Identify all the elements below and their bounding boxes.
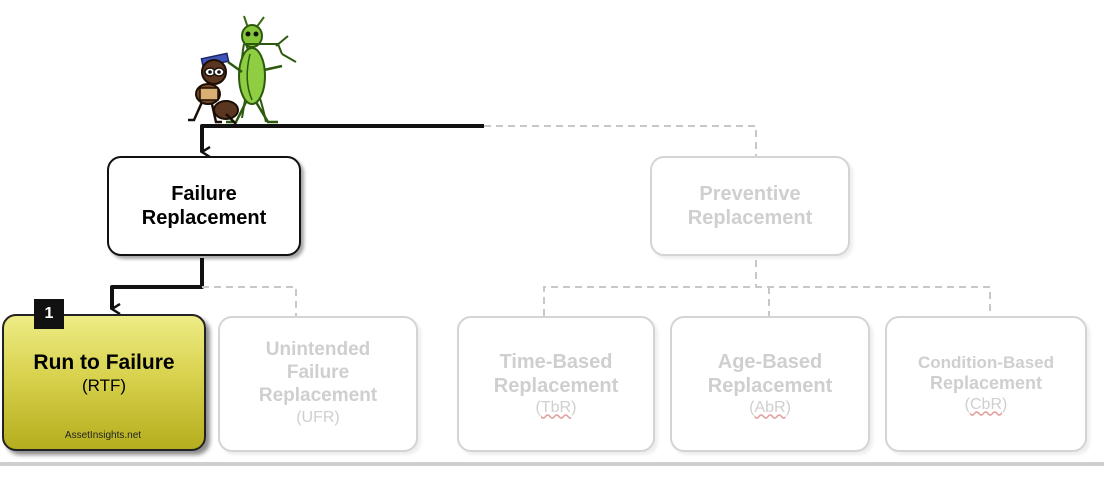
cbr-abbr-wrap: (CbR) [964, 395, 1008, 413]
grasshopper-icon [226, 15, 297, 124]
tbr-line1: Time-Based [499, 350, 613, 373]
ant-icon [188, 52, 239, 125]
step-number-badge: 1 [34, 299, 64, 329]
failure-replacement-line2: Replacement [141, 207, 267, 229]
run-to-failure-title: Run to Failure [33, 350, 175, 374]
preventive-replacement-line2: Replacement [687, 207, 813, 229]
connector-root-to-preventive [484, 125, 757, 156]
failure-replacement-node: Failure Replacement [107, 156, 301, 256]
run-to-failure-node: Run to Failure (RTF) [2, 314, 206, 451]
run-to-failure-abbr: (RTF) [81, 376, 127, 396]
credit-text: AssetInsights.net [64, 430, 142, 441]
connector-preventive-branch [543, 286, 991, 316]
connector-failure-to-ufr [202, 286, 297, 316]
age-based-replacement-node: Age-Based Replacement (AbR) [670, 316, 870, 452]
ufr-line2: Failure [286, 362, 350, 384]
failure-replacement-line1: Failure [171, 183, 237, 205]
condition-based-replacement-node: Condition-Based Replacement (CbR) [885, 316, 1087, 452]
cbr-abbr: CbR [969, 395, 1002, 413]
abr-abbr-wrap: (AbR) [749, 398, 791, 416]
bottom-divider [0, 462, 1104, 466]
abr-abbr: AbR [754, 398, 786, 416]
ufr-line1: Unintended [265, 339, 371, 361]
connector-root-to-failure [200, 124, 484, 152]
cbr-line2: Replacement [929, 373, 1043, 393]
ufr-abbr: (UFR) [296, 408, 340, 426]
tbr-abbr: TbR [540, 398, 572, 416]
ufr-line3: Replacement [258, 385, 378, 406]
cbr-line1: Condition-Based [918, 352, 1054, 372]
unintended-failure-replacement-node: Unintended Failure Replacement (UFR) [218, 316, 418, 452]
ant-and-grasshopper-icon [188, 15, 297, 125]
abr-line2: Replacement [707, 374, 833, 397]
abr-line1: Age-Based [717, 350, 823, 373]
time-based-replacement-node: Time-Based Replacement (TbR) [457, 316, 655, 452]
preventive-replacement-line1: Preventive [699, 183, 801, 205]
preventive-replacement-node: Preventive Replacement [650, 156, 850, 256]
tbr-abbr-wrap: (TbR) [535, 398, 577, 416]
tbr-line2: Replacement [493, 374, 619, 397]
connector-failure-to-rtf [110, 258, 204, 309]
